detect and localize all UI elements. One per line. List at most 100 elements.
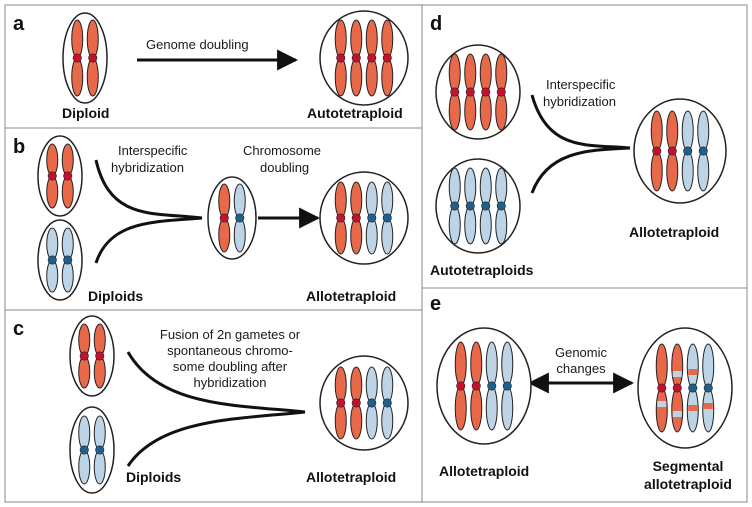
centromere (672, 383, 682, 393)
autotetraploid-cell-a (319, 10, 409, 106)
chromosome-red (666, 110, 679, 192)
chromosome-blue (381, 181, 394, 255)
centromere (652, 146, 662, 156)
curve-b-lower (94, 216, 203, 264)
centromere (688, 383, 698, 393)
label-changes: changes (556, 361, 606, 376)
label-chromosome-b: Chromosome (243, 143, 321, 158)
chromosome-red (454, 341, 467, 431)
label-fusion-1: Fusion of 2n gametes or (160, 327, 301, 342)
autotetraploid-blue-cell-d (435, 158, 521, 254)
panel-letter-c: c (13, 318, 24, 340)
chromosome-red (350, 181, 363, 255)
centromere (382, 53, 392, 63)
label-fusion-4: hybridization (194, 375, 267, 390)
chromosome-red (71, 19, 84, 97)
allotetraploid-cell-c (319, 355, 409, 451)
label-doubling-b: doubling (260, 160, 309, 175)
curve-c-lower (126, 410, 306, 467)
chromosome-blue (495, 167, 508, 245)
centromere (481, 87, 491, 97)
centromere (351, 53, 361, 63)
chromosome-blue (501, 341, 514, 431)
chromosome-blue (464, 167, 477, 245)
panel-letter-a: a (13, 13, 25, 35)
centromere (47, 171, 57, 181)
centromere (351, 398, 361, 408)
label-diploids-c: Diploids (126, 469, 181, 485)
centromere (698, 146, 708, 156)
allotetraploid-cell-b (319, 171, 409, 265)
panel-borders (4, 4, 748, 503)
centromere (367, 398, 377, 408)
diploid-blue-cell-b (37, 219, 83, 301)
centromere (657, 383, 667, 393)
chromosome-red (381, 19, 394, 97)
centromere (63, 255, 73, 265)
label-interspecific-d: Interspecific (546, 77, 616, 92)
label-allotetraploid-d: Allotetraploid (629, 224, 719, 240)
chromosome-blue (381, 366, 394, 440)
chromosome-red (650, 110, 663, 192)
centromere (496, 87, 506, 97)
chromosome-red (495, 53, 508, 131)
chromosome-red (218, 183, 231, 253)
hybrid-cell-b (207, 176, 257, 260)
centromere (471, 381, 481, 391)
label-hybridization-b: hybridization (111, 160, 184, 175)
segmental-allotetraploid-cell-e (637, 327, 733, 449)
label-autotetraploid: Autotetraploid (307, 105, 403, 121)
curve-b-upper (94, 159, 203, 220)
diploid-red-cell-b (37, 135, 83, 217)
chromosome-red (334, 366, 347, 440)
chromosome-blue (78, 415, 91, 485)
centromere (95, 351, 105, 361)
label-diploids-b: Diploids (88, 288, 143, 304)
chromosome-blue (448, 167, 461, 245)
chromosome-red (470, 341, 483, 431)
centromere (496, 201, 506, 211)
centromere (219, 213, 229, 223)
chromosome-red (61, 143, 74, 209)
centromere (481, 201, 491, 211)
label-allotetraploid-c: Allotetraploid (306, 469, 396, 485)
label-fusion-3: some doubling after (173, 359, 288, 374)
curve-d-lower (530, 146, 631, 194)
chromosome-red (334, 19, 347, 97)
curve-c-upper (126, 351, 306, 414)
chromosome-red (448, 53, 461, 131)
centromere (667, 146, 677, 156)
label-interspecific-b: Interspecific (118, 143, 188, 158)
chromosome-red (46, 143, 59, 209)
chromosome-red (671, 343, 684, 433)
centromere (367, 213, 377, 223)
cells (37, 10, 733, 494)
label-allotetraploid-b: Allotetraploid (306, 288, 396, 304)
chromosome-blue (61, 227, 74, 293)
label-allotetraploid-segmental: allotetraploid (644, 476, 732, 492)
chromosome-blue (697, 110, 710, 192)
label-diploid: Diploid (62, 105, 109, 121)
chromosome-red (655, 343, 668, 433)
centromere (465, 201, 475, 211)
diploid-blue-cell-c (69, 406, 115, 494)
centromere (351, 213, 361, 223)
chromosome-blue (365, 366, 378, 440)
panel-letter-b: b (13, 136, 25, 158)
centromere (703, 383, 713, 393)
diploid-cell-a (62, 12, 108, 104)
centromere (79, 351, 89, 361)
centromere (63, 171, 73, 181)
connectors (94, 49, 635, 467)
centromere (95, 445, 105, 455)
chromosome-red (350, 366, 363, 440)
chromosome-red (464, 53, 477, 131)
chromosome-blue (686, 343, 699, 433)
label-genomic: Genomic (555, 345, 608, 360)
allotetraploid-cell-e (436, 327, 532, 445)
label-fusion-2: spontaneous chromo- (167, 343, 293, 358)
chromosome-blue (485, 341, 498, 431)
chromosome-blue (681, 110, 694, 192)
autotetraploid-red-cell-d (435, 44, 521, 140)
